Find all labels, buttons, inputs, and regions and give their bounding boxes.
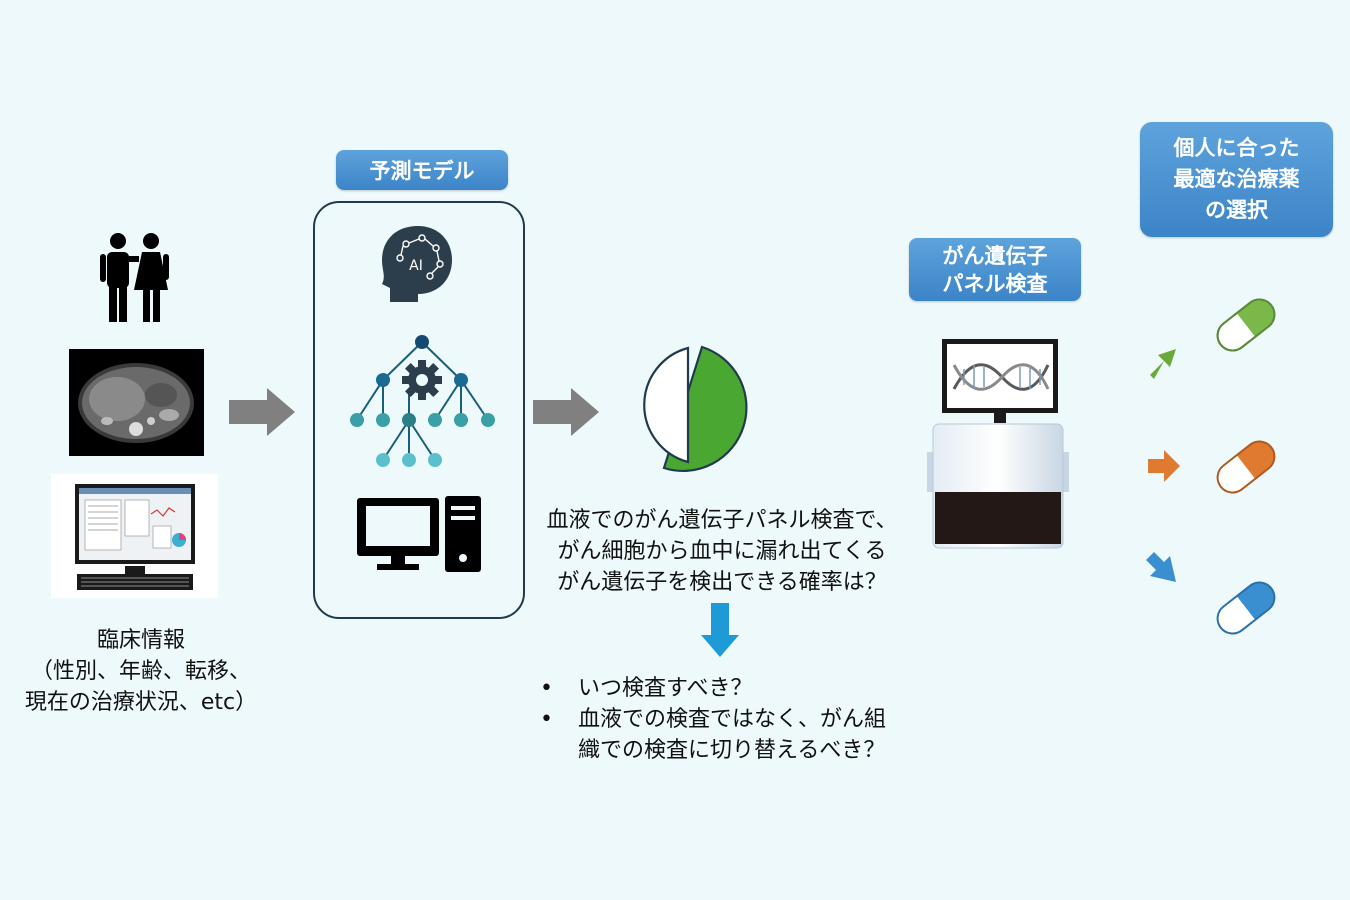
network-gear-icon bbox=[350, 335, 495, 467]
arrow-right-icon bbox=[229, 388, 295, 436]
ai-brain-icon: AI bbox=[382, 226, 452, 302]
dna-monitor-icon bbox=[942, 339, 1058, 423]
probability-pie-chart bbox=[643, 345, 748, 473]
bullet-marker: • bbox=[540, 707, 553, 732]
clinical-detail-1: （性別、年齢、転移、 bbox=[30, 659, 251, 684]
question-line-3: がん遺伝子を検出できる確率は？ bbox=[557, 570, 887, 595]
pill-blue-icon bbox=[1216, 581, 1276, 635]
model-badge: 予測モデル bbox=[336, 150, 508, 190]
bullet-item: • 血液での検査ではなく、がん組 bbox=[540, 704, 886, 735]
bullet-marker: • bbox=[540, 676, 553, 701]
arrow-down-icon bbox=[701, 603, 739, 657]
sequencer-machine-icon bbox=[927, 423, 1069, 549]
question-line-1: 血液でのがん遺伝子パネル検査で、 bbox=[546, 508, 898, 533]
ai-label: AI bbox=[409, 258, 423, 274]
arrow-down-right-icon bbox=[1146, 552, 1176, 582]
clinical-title: 臨床情報 bbox=[96, 628, 185, 653]
clinical-detail-2: 現在の治療状況、etc） bbox=[24, 690, 258, 715]
ct-scan-image bbox=[69, 349, 204, 456]
pill-orange-icon bbox=[1216, 440, 1276, 494]
drug-badge: 個人に合った 最適な治療薬 の選択 bbox=[1140, 122, 1333, 237]
bullet-item: • いつ検査すべき？ bbox=[540, 673, 886, 704]
bullet-text-2-cont: 織での検査に切り替えるべき？ bbox=[578, 738, 886, 763]
bullet-text-2: 血液での検査ではなく、がん組 bbox=[578, 707, 887, 732]
arrow-up-right-icon bbox=[1150, 349, 1176, 379]
panel-badge: がん遺伝子 パネル検査 bbox=[909, 238, 1081, 301]
bullet-text-1: いつ検査すべき？ bbox=[578, 676, 753, 701]
people-icon bbox=[100, 233, 169, 322]
arrow-right-icon bbox=[1148, 450, 1180, 482]
clinical-computer-icon bbox=[51, 474, 218, 598]
pill-green-icon bbox=[1216, 298, 1276, 352]
arrow-right-icon bbox=[533, 388, 599, 436]
desktop-computer-icon bbox=[357, 496, 481, 572]
question-line-2: がん細胞から血中に漏れ出てくる bbox=[557, 539, 887, 564]
